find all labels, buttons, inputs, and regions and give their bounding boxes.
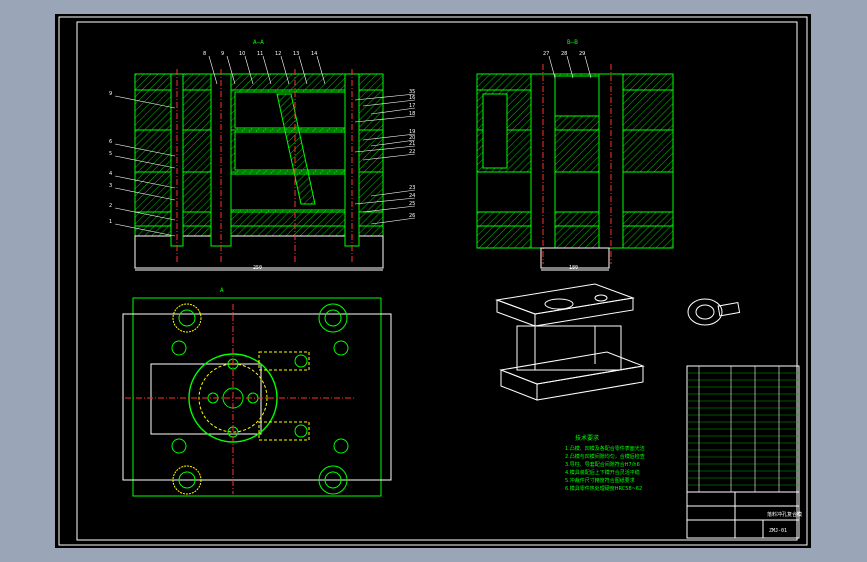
tech-req-line: 2.凸模与凹模间隙均匀，合模后检查 [565, 453, 645, 460]
callout-label: 28 [561, 51, 567, 57]
section-b-label: B—B [567, 39, 578, 46]
parts-list [686, 365, 800, 493]
callout-right-a-item: 24 [354, 193, 415, 205]
callout-top-b-item: 29 [579, 51, 592, 79]
callout-label: 12 [275, 51, 281, 57]
callout-label: 19 [409, 129, 415, 135]
callout-top-a-item: 14 [311, 51, 326, 85]
callout-top-a-item: 11 [257, 51, 272, 85]
callout-label: 25 [409, 201, 415, 207]
tech-req-line: 4.模具装配后上下模开合灵活平稳 [565, 469, 640, 476]
tech-req-line: 1.凸模、凹模及各配合零件表面光洁 [565, 445, 645, 452]
callout-top-a-item: 8 [203, 51, 218, 85]
drawing-border-outer [58, 16, 808, 546]
callout-label: 23 [409, 185, 415, 191]
callout-right-a-item: 22 [362, 149, 415, 161]
callout-label: 24 [409, 193, 415, 199]
callouts-top-a: 8 9 10 11 12 13 14 [203, 51, 326, 85]
tech-requirements: 技术要求 1.凸模、凹模及各配合零件表面光洁2.凸模与凹模间隙均匀，合模后检查3… [565, 434, 645, 492]
title-block: 落料冲孔复合模 ZMJ-01 [686, 491, 802, 539]
title-block-title: 落料冲孔复合模 [767, 511, 802, 518]
callout-right-a-item: 21 [354, 141, 415, 153]
plan-view: A [122, 287, 392, 497]
callout-label: 5 [109, 151, 112, 157]
callout-label: 20 [409, 135, 415, 141]
callout-label: 2 [109, 203, 112, 209]
callout-label: 9 [221, 51, 224, 57]
isometric-view [495, 283, 645, 401]
callouts-left: 9 6 5 4 3 2 1 [109, 91, 176, 237]
callout-label: 8 [203, 51, 206, 57]
callout-label: 14 [311, 51, 317, 57]
callout-right-a-item: 17 [370, 103, 415, 115]
ring-part-view [687, 298, 741, 326]
callout-label: 18 [409, 111, 415, 117]
section-a-view: A—A 250 [134, 39, 384, 271]
part-number: ZMJ-01 [769, 528, 787, 534]
callout-label: 22 [409, 149, 415, 155]
callout-left-item: 3 [109, 183, 176, 201]
tech-req-line: 3.导柱、导套配合间隙符合H7/h6 [565, 461, 640, 468]
callout-right-a-item: 23 [370, 185, 415, 197]
callout-right-a-item: 25 [362, 201, 415, 213]
callout-label: 17 [409, 103, 415, 109]
callout-label: 26 [409, 213, 415, 219]
callout-top-a-item: 9 [221, 51, 236, 85]
section-b-view: B—B 180 [476, 39, 674, 271]
callout-top-a-item: 10 [239, 51, 254, 85]
callout-label: 29 [579, 51, 585, 57]
callout-left-item: 4 [109, 171, 176, 189]
callout-left-item: 6 [109, 139, 176, 157]
callout-left-item: 9 [109, 91, 176, 109]
callout-label: 13 [293, 51, 299, 57]
callout-left-item: 2 [109, 203, 176, 221]
callout-label: 11 [257, 51, 263, 57]
callout-top-a-item: 12 [275, 51, 290, 85]
callout-left-item: 5 [109, 151, 176, 169]
callout-label: 16 [409, 95, 415, 101]
callout-top-a-item: 13 [293, 51, 308, 85]
callout-label: 10 [239, 51, 245, 57]
section-a-label: A—A [253, 39, 264, 46]
cad-drawing: A—A 250 9 6 5 4 3 21 8 9 10 11 12 13 14 35 1 [58, 16, 808, 546]
callout-label: 1 [109, 219, 112, 225]
callout-label: 4 [109, 171, 112, 177]
callout-label: 27 [543, 51, 549, 57]
drawing-border-inner [76, 21, 798, 541]
tech-req-title: 技术要求 [575, 434, 599, 442]
callouts-top-b: 27 28 29 [543, 51, 592, 79]
callout-right-a-item: 16 [362, 95, 415, 107]
callout-left-item: 1 [109, 219, 176, 237]
callout-label: 21 [409, 141, 415, 147]
callout-top-b-item: 28 [561, 51, 574, 79]
callout-right-a-item: 20 [370, 135, 415, 147]
callout-right-a-item: 26 [370, 213, 415, 225]
callout-right-a-item: 18 [354, 111, 415, 123]
callout-label: 35 [409, 89, 415, 95]
plan-view-label: A [220, 287, 224, 294]
callout-top-b-item: 27 [543, 51, 556, 79]
callout-right-a-item: 35 [354, 89, 415, 101]
overall-width-dim: 250 [253, 265, 262, 271]
callout-label: 9 [109, 91, 112, 97]
tech-req-line: 6.模具零件热处理硬度HRC58~62 [565, 485, 642, 492]
callout-label: 3 [109, 183, 112, 189]
tech-req-line: 5.冲裁件尺寸精度符合图纸要求 [565, 477, 635, 484]
callout-label: 6 [109, 139, 112, 145]
lower-width-dim: 180 [569, 265, 578, 271]
callout-right-a-item: 19 [362, 129, 415, 141]
